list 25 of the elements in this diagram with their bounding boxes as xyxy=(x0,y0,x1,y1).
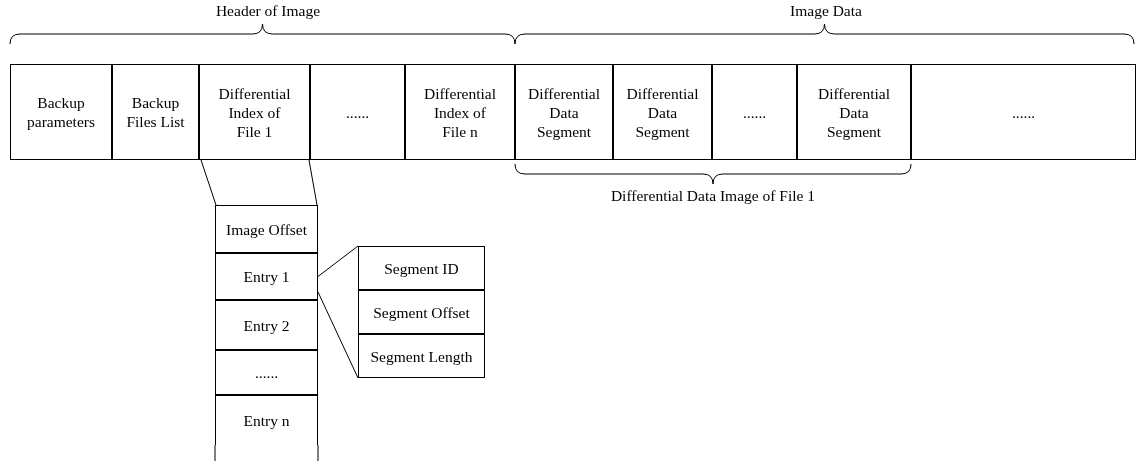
table-cell: Segment Offset xyxy=(358,290,485,334)
table-cell: Differential Data Segment xyxy=(613,64,712,160)
table-cell: Backup Files List xyxy=(112,64,199,160)
brace-label: Image Data xyxy=(790,2,862,20)
table-cell: ...... xyxy=(911,64,1136,160)
expansion-line xyxy=(308,159,318,206)
brace-label: Header of Image xyxy=(215,2,321,20)
table-cell: ...... xyxy=(215,350,318,395)
expansion-line xyxy=(317,245,359,277)
expansion-line xyxy=(317,291,359,379)
table-cell: Differential Data Segment xyxy=(797,64,911,160)
table-cell: Differential Data Segment xyxy=(515,64,613,160)
expansion-line xyxy=(200,159,217,206)
table-cell: Segment ID xyxy=(358,246,485,290)
table-cell: Differential Index of File 1 xyxy=(199,64,310,160)
table-cell: Entry 1 xyxy=(215,253,318,300)
table-cell: Image Offset xyxy=(215,205,318,253)
brace-label: Differential Data Image of File 1 xyxy=(610,187,816,205)
table-cell: ...... xyxy=(310,64,405,160)
table-cell: Differential Index of File n xyxy=(405,64,515,160)
table-cell: Entry n xyxy=(215,395,318,445)
table-cell: Backup parameters xyxy=(10,64,112,160)
table-cell: ...... xyxy=(712,64,797,160)
table-cell: Entry 2 xyxy=(215,300,318,350)
table-cell: Segment Length xyxy=(358,334,485,378)
